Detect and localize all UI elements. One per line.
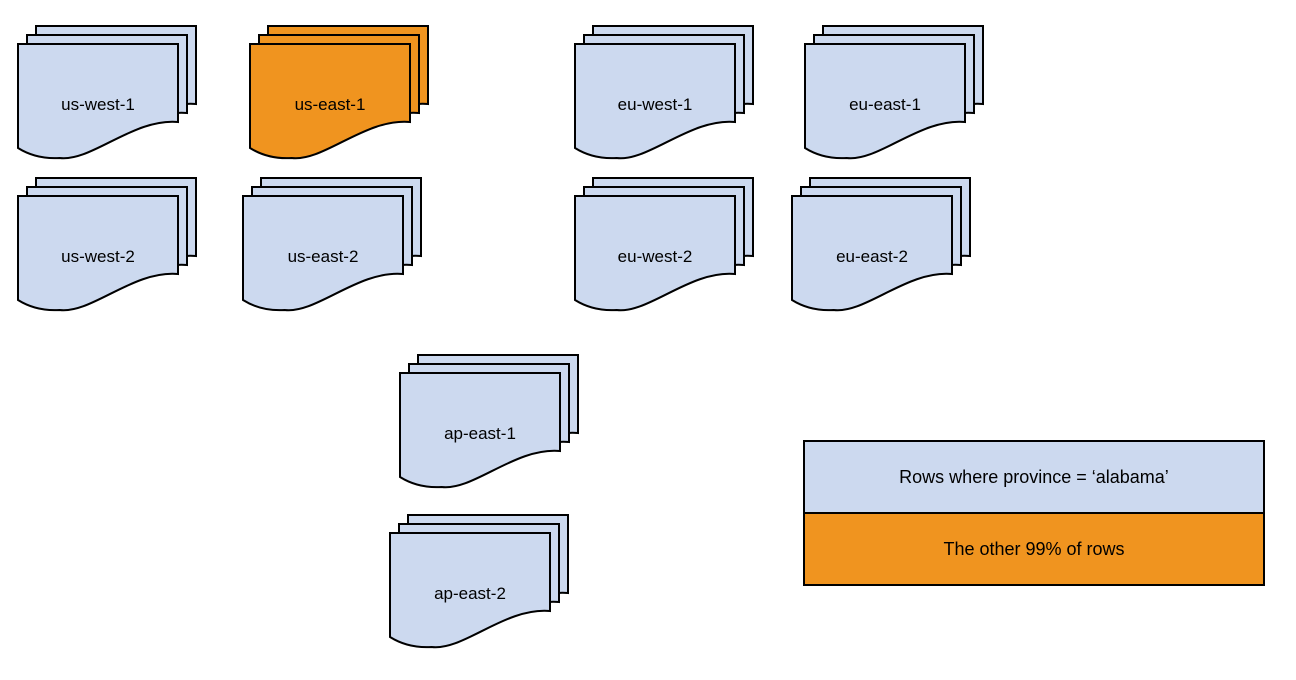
document-stack-shape-eu-east-1 <box>804 25 984 160</box>
document-stack-eu-east-2[interactable] <box>790 176 972 322</box>
document-card-layer-0 <box>242 195 404 312</box>
document-stack-eu-west-2[interactable] <box>573 176 755 322</box>
document-card-layer-0 <box>249 43 411 160</box>
document-stack-us-west-2[interactable] <box>16 176 198 322</box>
document-stack-us-west-1[interactable] <box>16 24 198 170</box>
document-stack-ap-east-1[interactable] <box>398 353 580 499</box>
document-card-layer-0 <box>574 195 736 312</box>
document-stack-shape-us-west-2 <box>17 177 197 312</box>
document-card-layer-0 <box>17 43 179 160</box>
document-stack-us-east-1[interactable] <box>248 24 430 170</box>
document-stack-shape-ap-east-2 <box>389 514 569 649</box>
document-card-layer-0 <box>804 43 966 160</box>
legend-label-legend-orange: The other 99% of rows <box>943 538 1125 559</box>
document-card-layer-0 <box>399 372 561 489</box>
document-card-layer-0 <box>17 195 179 312</box>
document-stack-shape-ap-east-1 <box>399 354 579 489</box>
document-stack-shape-eu-west-1 <box>574 25 754 160</box>
document-stack-shape-eu-east-2 <box>791 177 971 312</box>
legend: Rows where province = ‘alabama’ The other… <box>803 440 1265 586</box>
document-stack-shape-us-east-2 <box>242 177 422 312</box>
document-card-layer-0 <box>791 195 953 312</box>
document-card-layer-0 <box>389 532 551 649</box>
document-stack-eu-west-1[interactable] <box>573 24 755 170</box>
legend-label-legend-blue: Rows where province = ‘alabama’ <box>899 466 1169 487</box>
document-stack-eu-east-1[interactable] <box>803 24 985 170</box>
document-stack-shape-us-east-1 <box>249 25 429 160</box>
legend-row-legend-blue: Rows where province = ‘alabama’ <box>805 442 1263 514</box>
document-card-layer-0 <box>574 43 736 160</box>
legend-row-legend-orange: The other 99% of rows <box>805 514 1263 584</box>
document-stack-shape-us-west-1 <box>17 25 197 160</box>
document-stack-us-east-2[interactable] <box>241 176 423 322</box>
document-stack-shape-eu-west-2 <box>574 177 754 312</box>
document-stack-ap-east-2[interactable] <box>388 513 570 659</box>
